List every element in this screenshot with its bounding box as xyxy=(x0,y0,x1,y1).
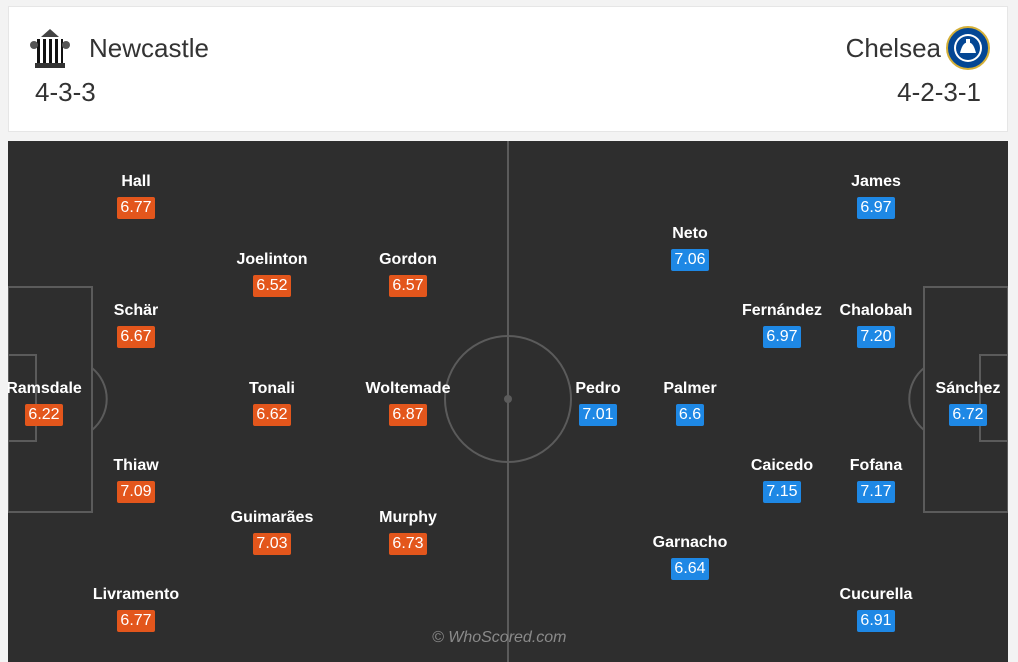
player-rating-badge: 6.57 xyxy=(389,275,427,297)
player-name[interactable]: Joelinton xyxy=(236,251,308,268)
player-rating-badge: 6.72 xyxy=(949,404,987,426)
player-rating-badge: 6.22 xyxy=(25,404,63,426)
player-rating-badge: 7.09 xyxy=(117,481,155,503)
pitch-markings xyxy=(8,141,1008,662)
player-rating-badge: 6.62 xyxy=(253,404,291,426)
player-rating-badge: 6.77 xyxy=(117,610,155,632)
away-player[interactable]: Cucurella 6.91 xyxy=(821,584,931,632)
home-player[interactable]: Joelinton 6.52 xyxy=(217,249,327,297)
player-name[interactable]: Hall xyxy=(121,173,151,190)
home-player[interactable]: Livramento 6.77 xyxy=(81,584,191,632)
player-rating-badge: 6.73 xyxy=(389,533,427,555)
player-rating-badge: 6.97 xyxy=(857,197,895,219)
player-rating-badge: 7.03 xyxy=(253,533,291,555)
player-name[interactable]: Neto xyxy=(672,225,708,242)
player-rating-badge: 7.17 xyxy=(857,481,895,503)
away-player[interactable]: Fernández 6.97 xyxy=(727,300,837,348)
player-name[interactable]: Sánchez xyxy=(935,380,1001,397)
player-name[interactable]: Ramsdale xyxy=(8,380,82,397)
player-name[interactable]: Tonali xyxy=(249,380,295,397)
player-rating-badge: 6.91 xyxy=(857,610,895,632)
away-player[interactable]: Palmer 6.6 xyxy=(635,378,745,426)
player-name[interactable]: Woltemade xyxy=(365,380,451,397)
chelsea-crest-icon[interactable] xyxy=(945,25,991,71)
away-player[interactable]: Chalobah 7.20 xyxy=(821,300,931,348)
player-name[interactable]: Fernández xyxy=(741,302,822,319)
player-name[interactable]: Guimarães xyxy=(230,509,314,526)
newcastle-crest-icon[interactable] xyxy=(27,25,73,71)
player-name[interactable]: Fofana xyxy=(849,457,903,474)
home-player[interactable]: Ramsdale 6.22 xyxy=(8,378,99,426)
away-player[interactable]: Garnacho 6.64 xyxy=(635,532,745,580)
away-player[interactable]: Pedro 7.01 xyxy=(543,378,653,426)
player-rating-badge: 6.6 xyxy=(675,404,705,426)
player-name[interactable]: Pedro xyxy=(575,380,621,397)
away-player[interactable]: James 6.97 xyxy=(821,171,931,219)
away-team-name[interactable]: Chelsea xyxy=(845,33,941,63)
home-player[interactable]: Woltemade 6.87 xyxy=(353,378,463,426)
player-name[interactable]: Schär xyxy=(113,302,159,319)
home-player[interactable]: Tonali 6.62 xyxy=(217,378,327,426)
whoscored-watermark: © WhoScored.com xyxy=(432,629,567,646)
player-rating-badge: 7.20 xyxy=(857,326,895,348)
player-rating-badge: 6.52 xyxy=(253,275,291,297)
player-name[interactable]: Murphy xyxy=(379,509,437,526)
player-rating-badge: 6.64 xyxy=(671,558,709,580)
player-name[interactable]: James xyxy=(851,173,901,190)
player-name[interactable]: Garnacho xyxy=(652,534,728,551)
home-team-name[interactable]: Newcastle xyxy=(89,33,209,63)
player-rating-badge: 7.15 xyxy=(763,481,801,503)
player-name[interactable]: Thiaw xyxy=(113,457,159,474)
away-player[interactable]: Neto 7.06 xyxy=(635,223,745,271)
player-name[interactable]: Palmer xyxy=(663,380,717,397)
player-name[interactable]: Gordon xyxy=(379,251,437,268)
home-formation: 4-3-3 xyxy=(35,77,96,107)
player-rating-badge: 6.67 xyxy=(117,326,155,348)
home-player[interactable]: Murphy 6.73 xyxy=(353,507,463,555)
player-rating-badge: 6.77 xyxy=(117,197,155,219)
player-rating-badge: 7.01 xyxy=(579,404,617,426)
away-player[interactable]: Caicedo 7.15 xyxy=(727,455,837,503)
home-player[interactable]: Thiaw 7.09 xyxy=(81,455,191,503)
home-player[interactable]: Gordon 6.57 xyxy=(353,249,463,297)
home-player[interactable]: Hall 6.77 xyxy=(81,171,191,219)
player-name[interactable]: Chalobah xyxy=(839,302,913,319)
match-header: Newcastle 4-3-3 Chelsea 4-2-3-1 xyxy=(8,6,1008,132)
player-name[interactable]: Livramento xyxy=(92,586,180,603)
home-player[interactable]: Guimarães 7.03 xyxy=(217,507,327,555)
home-player[interactable]: Schär 6.67 xyxy=(81,300,191,348)
player-rating-badge: 7.06 xyxy=(671,249,709,271)
player-name[interactable]: Caicedo xyxy=(750,457,814,474)
player-rating-badge: 6.97 xyxy=(763,326,801,348)
player-rating-badge: 6.87 xyxy=(389,404,427,426)
away-formation: 4-2-3-1 xyxy=(897,77,981,107)
away-player[interactable]: Fofana 7.17 xyxy=(821,455,931,503)
player-name[interactable]: Cucurella xyxy=(839,586,913,603)
away-player[interactable]: Sánchez 6.72 xyxy=(913,378,1008,426)
